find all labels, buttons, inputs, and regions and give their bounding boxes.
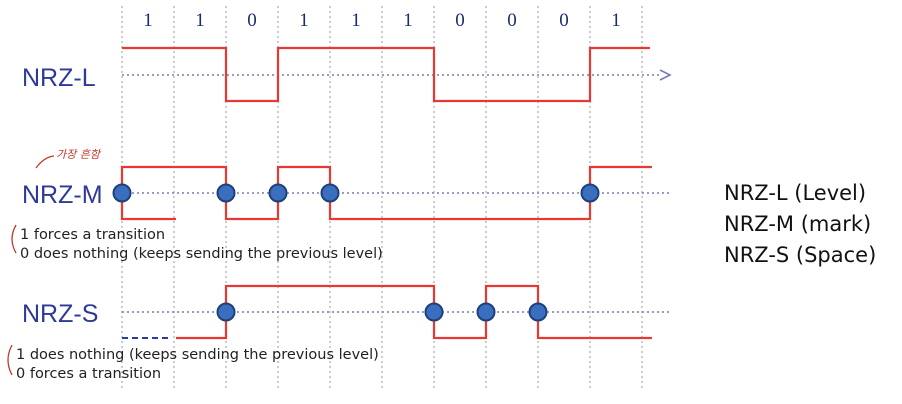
transition-dot <box>216 302 236 322</box>
nrz-m-note-line1: 1 forces a transition <box>20 227 165 243</box>
bit-label: 1 <box>611 10 621 31</box>
transition-dot <box>476 302 496 322</box>
nrz-m-note-brace <box>11 224 17 254</box>
bit-label: 1 <box>351 10 361 31</box>
bit-label: 0 <box>247 10 257 31</box>
nrz-l-label: NRZ-L <box>22 64 96 92</box>
transition-dot <box>112 183 132 203</box>
bit-label: 1 <box>403 10 413 31</box>
bit-label: 1 <box>299 10 309 31</box>
bit-boundary-lines <box>121 6 643 390</box>
nrz-m-row: 가장 흔함 NRZ-M 1 forces a transition 0 does… <box>11 148 672 262</box>
encoding-legend: NRZ-L (Level) NRZ-M (mark) NRZ-S (Space) <box>724 181 876 267</box>
nrz-s-note-line1: 1 does nothing (keeps sending the previo… <box>16 347 379 363</box>
nrz-s-label: NRZ-S <box>22 300 98 328</box>
nrz-l-signal <box>122 46 650 103</box>
bit-label: 0 <box>455 10 465 31</box>
nrz-s-note-line2: 0 forces a transition <box>16 366 161 382</box>
axis-arrowhead-icon <box>659 69 672 81</box>
bit-label: 0 <box>559 10 569 31</box>
transition-dot <box>216 183 236 203</box>
nrz-m-handwritten-note: 가장 흔함 <box>56 148 102 161</box>
transition-dot <box>320 183 340 203</box>
nrz-m-transitions <box>112 183 600 203</box>
bit-label: 0 <box>507 10 517 31</box>
bit-label: 1 <box>143 10 153 31</box>
transition-dot <box>424 302 444 322</box>
legend-nrz-m: NRZ-M (mark) <box>724 212 871 236</box>
nrz-s-row: NRZ-S 1 does nothing (keeps sending the … <box>7 284 672 382</box>
nrz-s-note-brace <box>7 344 13 376</box>
bit-label: 1 <box>195 10 205 31</box>
nrz-m-note-line2: 0 does nothing (keeps sending the previo… <box>20 246 383 262</box>
transition-dot <box>528 302 548 322</box>
transition-dot <box>580 183 600 203</box>
legend-nrz-s: NRZ-S (Space) <box>724 243 876 267</box>
bit-labels: 1 1 0 1 1 1 0 0 0 1 <box>143 10 621 31</box>
legend-nrz-l: NRZ-L (Level) <box>724 181 866 205</box>
nrz-l-row: NRZ-L <box>22 46 672 103</box>
handwritten-pointer-icon <box>35 155 55 169</box>
nrz-s-transitions <box>216 302 548 322</box>
transition-dot <box>268 183 288 203</box>
nrz-m-label: NRZ-M <box>22 181 103 209</box>
